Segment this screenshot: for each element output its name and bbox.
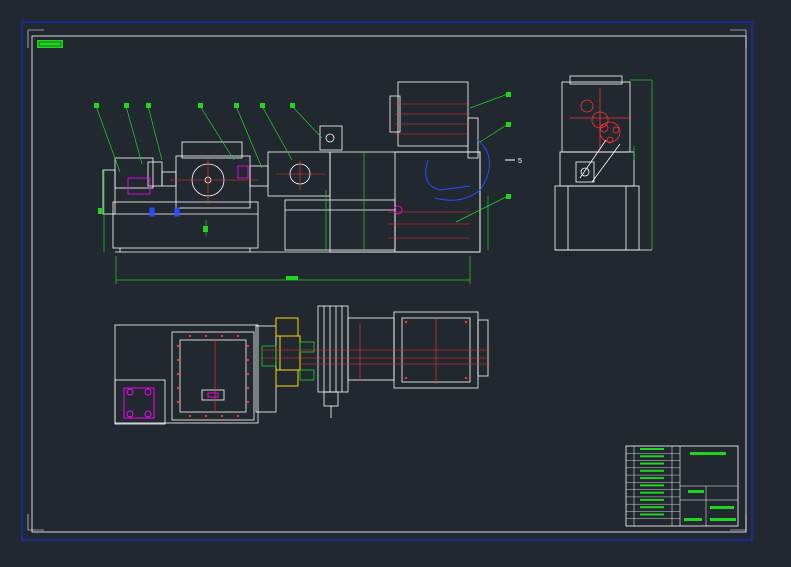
side-view-belt (579, 139, 621, 183)
title-block-cell-text (640, 469, 664, 472)
blue-seal-curve (149, 139, 490, 217)
side-view-leaders (630, 79, 653, 250)
section-mark: 5 (505, 158, 522, 165)
hidden-features-front (127, 165, 403, 215)
title-block-cell-text (640, 462, 664, 465)
title-block (625, 445, 739, 527)
balloons-front (94, 92, 511, 280)
title-block-cell-text (640, 506, 664, 509)
side-view-assembly (554, 75, 652, 251)
title-block-cell-text (640, 484, 664, 487)
title-block-cell-text (640, 491, 664, 494)
title-block-cell-text (640, 513, 664, 516)
title-block-cell-text (640, 498, 664, 501)
title-block-rows (626, 448, 680, 519)
side-view-rotors (570, 88, 630, 150)
plan-view-coupling (261, 317, 315, 387)
title-block-cell-text (640, 455, 664, 458)
plan-view-bolts (176, 320, 468, 418)
plan-view-centerlines (214, 318, 490, 412)
drawing-stamp (37, 40, 63, 48)
centerlines-front (170, 103, 470, 239)
plan-view-hidden (123, 387, 219, 419)
plan-view-assembly (114, 305, 489, 425)
title-block-cell-text (640, 477, 664, 480)
title-block-cell-text (640, 448, 664, 450)
sheet-frame (21, 21, 753, 541)
section-mark-label: 5 (518, 158, 522, 165)
